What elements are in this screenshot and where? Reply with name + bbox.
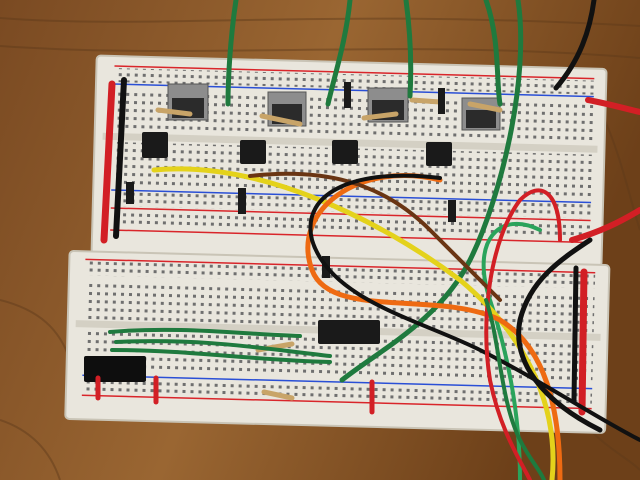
black-jumper-right [571, 265, 579, 403]
top-rail-red-line [114, 65, 595, 80]
red-jumper-left [100, 80, 116, 244]
bottom-rail-holes [81, 377, 593, 405]
black-wire-curve [308, 173, 640, 442]
mid-rail-holes-2 [110, 211, 591, 239]
top-strip-holes-lower [111, 142, 593, 197]
mid-rail-red-line [111, 189, 592, 204]
ic-14pin [318, 320, 380, 344]
black-jumper-left [113, 77, 127, 239]
red-jumper-right [578, 268, 588, 416]
top-rail-holes [114, 68, 595, 95]
black-wire-top-right [553, 0, 597, 91]
red-wire-top-right [585, 97, 640, 115]
bottom-rail-red-line-top [85, 258, 596, 274]
orange-wire [305, 173, 563, 480]
ic-8pin-4 [426, 142, 452, 166]
bottom-rail-holes-top [84, 261, 596, 289]
red-wire-loop [484, 188, 562, 480]
ic-8pin-3 [332, 140, 358, 164]
jumper-wires [95, 77, 588, 416]
red-wire-right [569, 207, 640, 243]
green-wire-1 [225, 0, 239, 107]
bottom-strip-holes-upper [83, 279, 595, 333]
small-ics [84, 132, 452, 382]
ic-8pin-2 [240, 140, 266, 164]
regulator-4 [461, 97, 501, 131]
black-wire-right-curve [516, 237, 603, 433]
green-wire-4 [483, 0, 503, 107]
ic-8pin-1 [142, 132, 168, 158]
yellow-wire [151, 166, 556, 480]
green-wire-bottom [484, 298, 546, 480]
wood-grain [0, 17, 640, 480]
green-wire-2 [325, 0, 353, 107]
green-wire-long [339, 0, 524, 383]
green-wire-3 [403, 0, 414, 99]
bottom-rail-blue-line [82, 374, 593, 390]
mid-rail-red-line-2 [110, 229, 591, 244]
green-jumpers-bottom [108, 327, 302, 338]
resistors [155, 97, 503, 401]
black-connector [84, 356, 146, 382]
mid-rail-holes [110, 191, 592, 219]
long-wires [151, 0, 640, 480]
brown-wire [248, 171, 502, 302]
